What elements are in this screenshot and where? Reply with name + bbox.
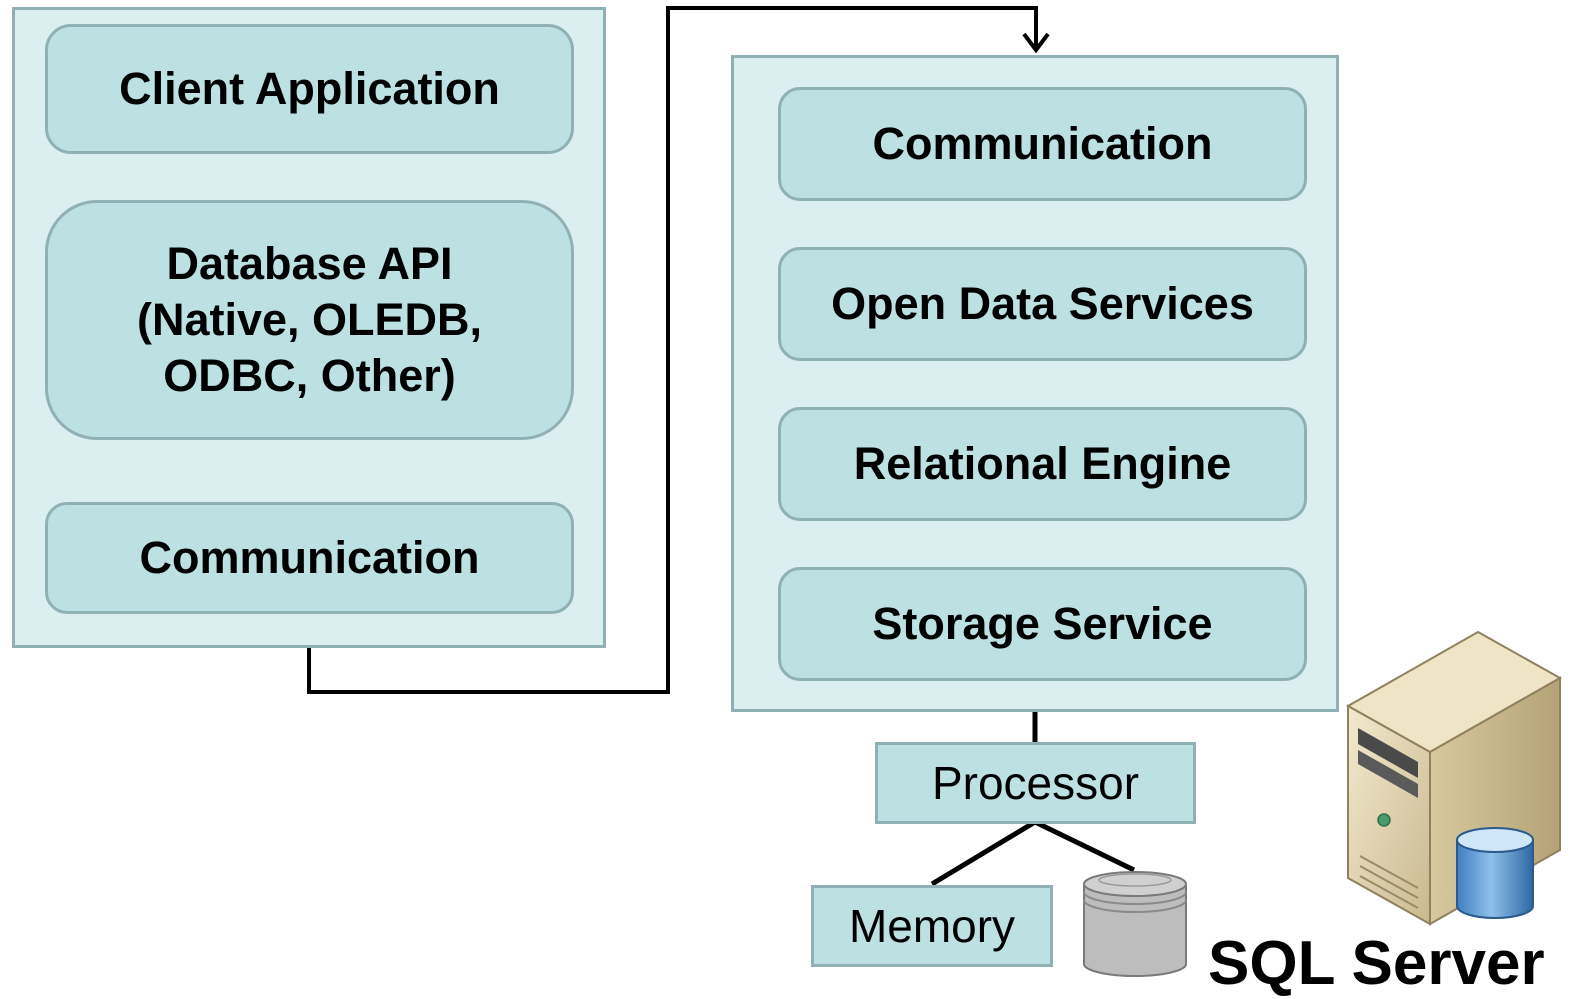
client-communication-box: Communication	[45, 502, 574, 614]
disk-drive-icon	[1083, 871, 1187, 977]
storage-service-box: Storage Service	[778, 567, 1307, 681]
sql-server-label: SQL Server	[1208, 929, 1545, 998]
client-application-box: Client Application	[45, 24, 574, 154]
memory-box: Memory	[811, 885, 1053, 967]
server-communication-box: Communication	[778, 87, 1307, 201]
open-data-services-box: Open Data Services	[778, 247, 1307, 361]
network-arrowhead	[1022, 32, 1050, 54]
network-connector	[307, 6, 1038, 694]
database-cylinder-icon	[1456, 827, 1534, 919]
database-api-box: Database API (Native, OLEDB, ODBC, Other…	[45, 200, 574, 440]
processor-to-disk-line	[1033, 819, 1136, 873]
relational-engine-box: Relational Engine	[778, 407, 1307, 521]
processor-box: Processor	[875, 742, 1196, 824]
processor-to-memory-line	[930, 819, 1037, 887]
